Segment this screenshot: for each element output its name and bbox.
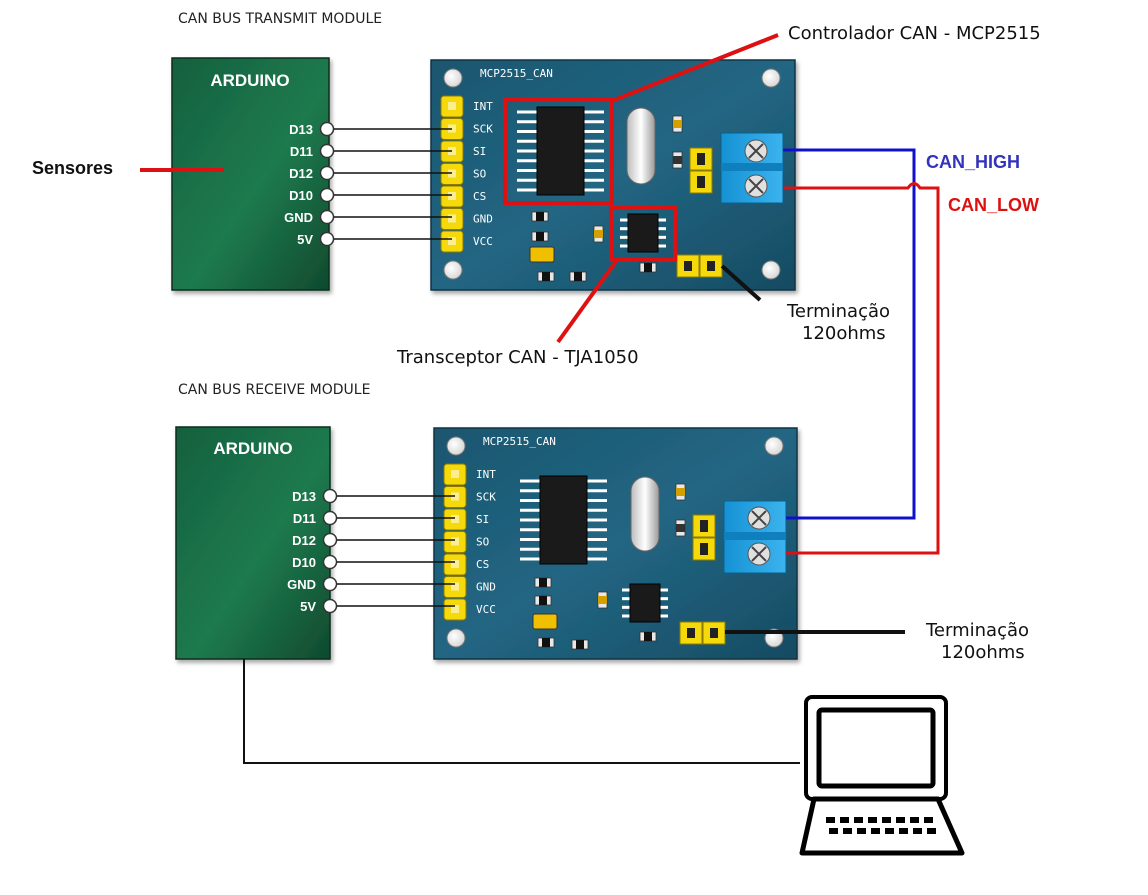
transmit-mcp2515-module: MCP2515_CAN INT SCK SI SO CS GND VCC [430,59,796,291]
can-high-wire [783,148,916,520]
arduino-pin-label: GND [284,210,313,225]
arduino-pin-label: D10 [289,188,313,203]
arduino-pin-connector [319,143,335,159]
transceiver-label: Transceptor CAN - TJA1050 [396,347,639,368]
transmit-module-label: MCP2515_CAN [480,67,553,80]
mounting-hole [443,68,463,88]
mounting-hole [761,260,781,280]
arduino-pin-label: D12 [289,166,313,181]
controller-label: Controlador CAN - MCP2515 [788,23,1041,44]
arduino-pin-label: D10 [292,555,316,570]
mounting-hole [446,628,466,648]
transmit-can-terminal [720,132,784,204]
arduino-pin-connector [322,598,338,614]
arduino-pin-label: D11 [293,511,316,526]
arduino-pin-connector [322,488,338,504]
receive-arduino-label: ARDUINO [213,439,292,458]
sensors-label: Sensores [32,158,113,178]
arduino-pin-connector [319,209,335,225]
arduino-pin-connector [319,187,335,203]
receive-module-label: MCP2515_CAN [483,435,556,448]
arduino-pin-label: 5V [300,599,316,614]
module-pin-label: INT [476,468,496,481]
can-low-wire [783,182,940,555]
arduino-pin-connector [319,121,335,137]
arduino-pin-connector [319,231,335,247]
receive-termination-jumper [679,621,726,645]
can-low-label: CAN_LOW [948,195,1039,215]
termination-1-line2: 120ohms [802,323,886,344]
mounting-hole [446,436,466,456]
arduino-pin-label: D13 [292,489,316,504]
termination-1-pointer [720,264,762,302]
can-high-label: CAN_HIGH [926,152,1020,172]
arduino-pin-label: D13 [289,122,313,137]
module-pin-label: SI [473,145,486,158]
crystal-oscillator [630,476,660,552]
usb-cable [243,659,800,764]
arduino-pin-connector [322,510,338,526]
arduino-pin-label: D12 [292,533,316,548]
transmit-termination-jumper [676,254,723,278]
transmit-arduino-label: ARDUINO [210,71,289,90]
module-pin-label: SCK [473,123,493,136]
module-pin-label: GND [476,581,496,594]
module-pin-label: GND [473,213,493,226]
controller-pointer [611,33,779,103]
module-pin-label: INT [473,100,493,113]
receive-title: CAN BUS RECEIVE MODULE [178,382,370,398]
spi-wires [334,128,455,607]
arduino-pin-connector [322,532,338,548]
smd-capacitor [529,246,555,263]
termination-2-line2: 120ohms [941,642,1025,663]
transceiver-highlight [609,206,677,262]
module-pin-label: SI [476,513,489,526]
module-pin-label: SO [476,536,489,549]
controller-highlight [503,97,614,205]
module-pin-label: CS [473,190,486,203]
receive-mcp2515-chip [520,475,607,565]
laptop-icon [799,695,965,856]
mounting-hole [761,68,781,88]
transmit-tja1050-chip [620,213,666,253]
receive-can-terminal [723,500,787,574]
arduino-pin-label: GND [287,577,316,592]
arduino-pin-connector [322,576,338,592]
transmit-title: CAN BUS TRANSMIT MODULE [178,11,382,27]
module-pin-label: CS [476,558,489,571]
smd-capacitor [532,613,558,630]
module-pin-label: SO [473,168,486,181]
termination-2-line1: Terminação [925,620,1029,641]
receive-tja1050-chip [622,583,668,623]
crystal-oscillator [626,107,656,185]
arduino-pin-label: D11 [290,144,313,159]
termination-1-line1: Terminação [786,301,890,322]
arduino-pin-connector [322,554,338,570]
mounting-hole [764,436,784,456]
receive-mcp2515-module: MCP2515_CAN INT SCK SI SO CS GND VCC [433,427,798,660]
arduino-pin-label: 5V [297,232,313,247]
module-pin-label: SCK [476,491,496,504]
module-pin-label: VCC [473,235,493,248]
mounting-hole [443,260,463,280]
arduino-pin-connector [319,165,335,181]
transceiver-pointer [556,258,619,344]
module-pin-label: VCC [476,603,496,616]
transmit-mcp2515-chip [517,106,604,196]
